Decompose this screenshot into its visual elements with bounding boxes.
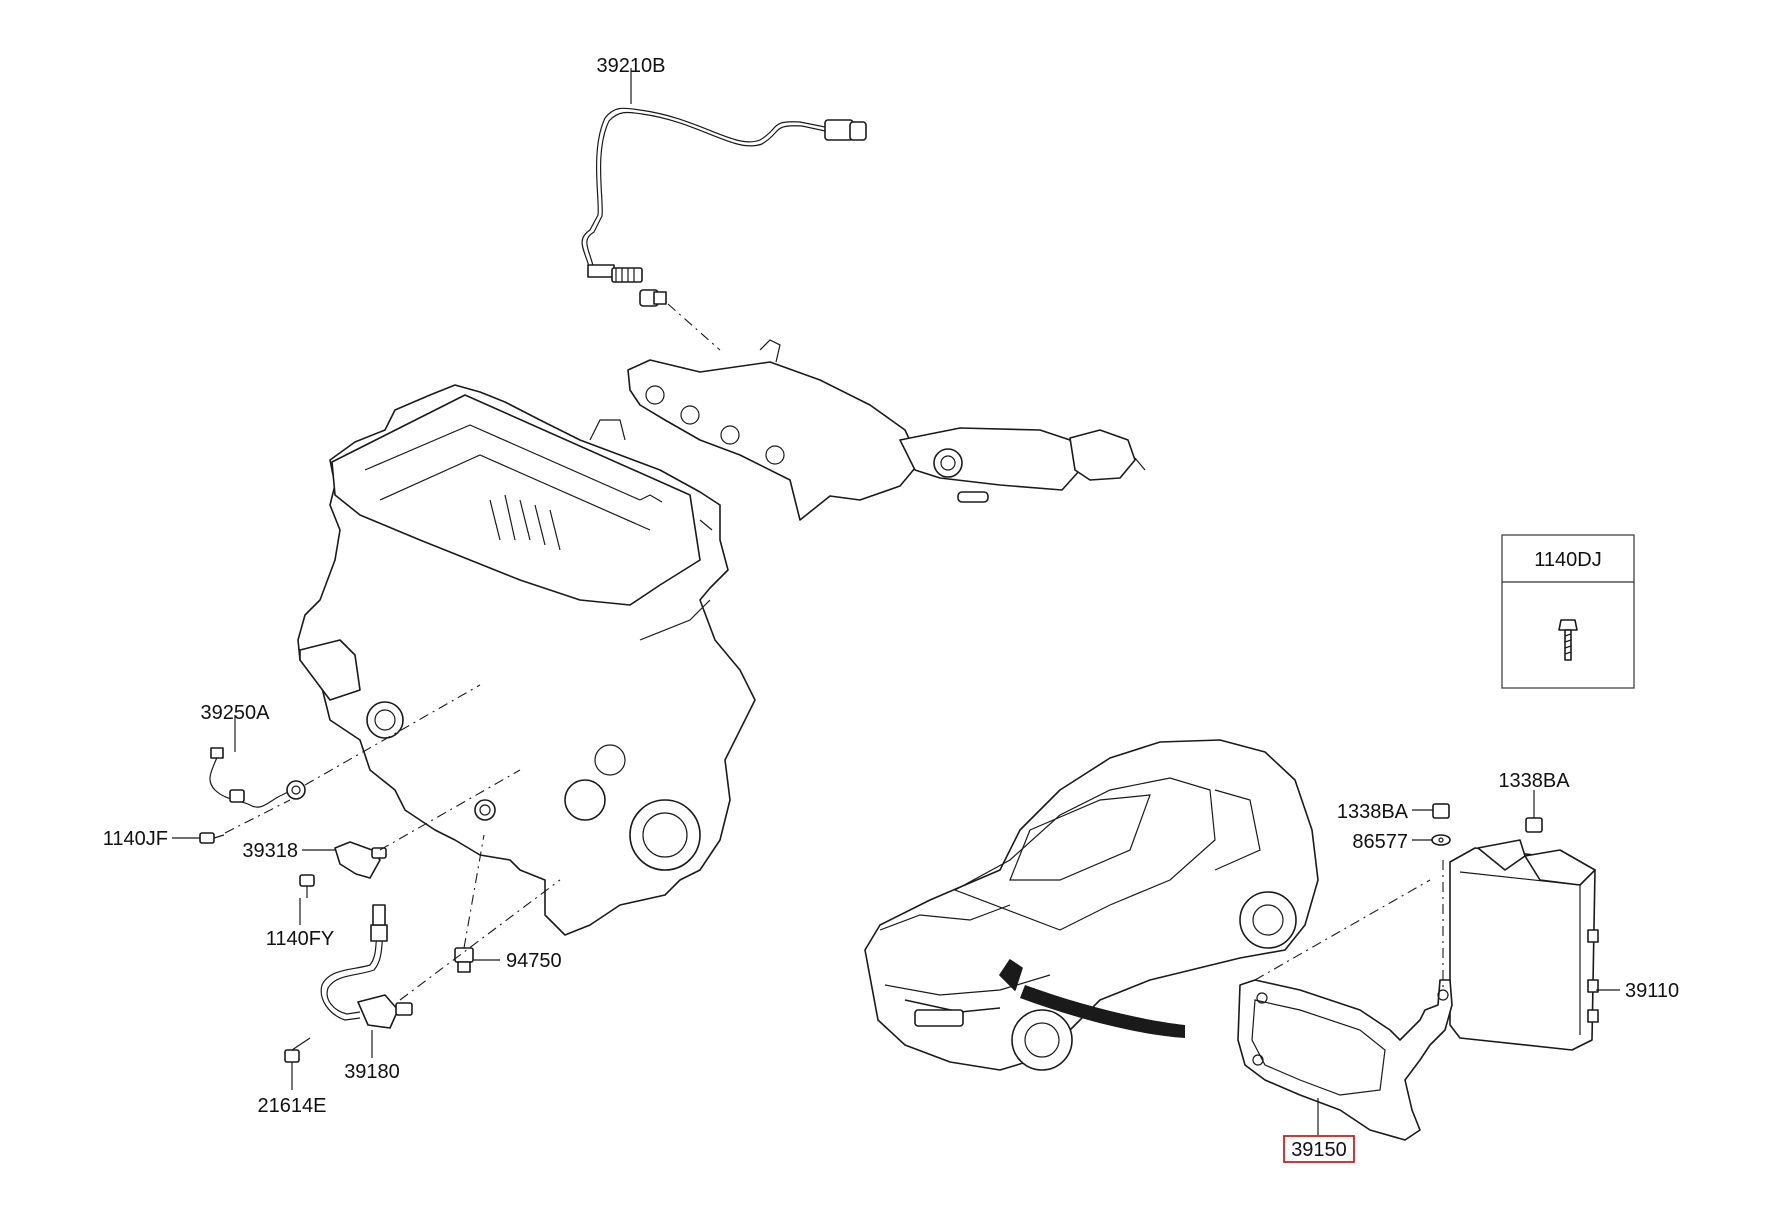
bolt-21614e-label[interactable]: 21614E bbox=[258, 1095, 327, 1117]
nut-1338ba-left[interactable] bbox=[1432, 803, 1450, 819]
crank-sensor-centerline bbox=[399, 879, 561, 1001]
cam-sensor-label[interactable]: 39318 bbox=[242, 840, 298, 862]
o2-sensor[interactable] bbox=[581, 107, 867, 307]
bolt-1140fy[interactable] bbox=[299, 874, 315, 898]
bolt-1140jf-label[interactable]: 1140JF bbox=[103, 828, 168, 850]
vehicle-illustration bbox=[864, 739, 1319, 1071]
knock-sensor-label[interactable]: 39250A bbox=[201, 702, 271, 724]
o2-sensor-label[interactable]: 39210B bbox=[597, 55, 666, 77]
ecu-label[interactable]: 39110 bbox=[1625, 980, 1679, 1002]
bolt-1140jf[interactable] bbox=[199, 832, 225, 844]
crank-sensor-label[interactable]: 39180 bbox=[344, 1061, 400, 1083]
ecu-module[interactable] bbox=[1449, 839, 1599, 1051]
bolt-1140dj-box[interactable]: 1140DJ bbox=[1501, 534, 1635, 689]
oil-pressure-switch-centerline bbox=[463, 834, 485, 949]
o2-sensor-centerline bbox=[667, 303, 721, 351]
washer-86577[interactable] bbox=[1431, 834, 1451, 846]
nut-1338ba-right-label[interactable]: 1338BA bbox=[1498, 770, 1570, 792]
bolt-1140fy-label[interactable]: 1140FY bbox=[266, 928, 335, 950]
bolt-1140jf-centerline bbox=[224, 799, 291, 834]
cam-sensor[interactable] bbox=[334, 841, 387, 879]
ecu-bracket-label[interactable]: 39150 bbox=[1291, 1139, 1347, 1161]
cam-sensor-centerline bbox=[379, 769, 521, 851]
bolt-1140dj-label: 1140DJ bbox=[1534, 549, 1601, 571]
exhaust-manifold bbox=[627, 339, 1146, 521]
knock-sensor[interactable] bbox=[209, 747, 306, 808]
washer-86577-label[interactable]: 86577 bbox=[1352, 831, 1408, 853]
ecu-bracket[interactable] bbox=[1237, 979, 1453, 1141]
engine-block bbox=[297, 384, 756, 936]
nut-1338ba-right[interactable] bbox=[1525, 817, 1543, 833]
bolt-icon bbox=[1558, 619, 1578, 661]
ecu-bracket-highlight-box bbox=[1283, 1135, 1355, 1163]
bolt-21614e[interactable] bbox=[284, 1037, 311, 1063]
crank-sensor[interactable] bbox=[320, 904, 413, 1029]
oil-pressure-switch[interactable] bbox=[454, 947, 474, 973]
nut-1338ba-left-label[interactable]: 1338BA bbox=[1337, 801, 1409, 823]
oil-pressure-switch-label[interactable]: 94750 bbox=[506, 950, 562, 972]
